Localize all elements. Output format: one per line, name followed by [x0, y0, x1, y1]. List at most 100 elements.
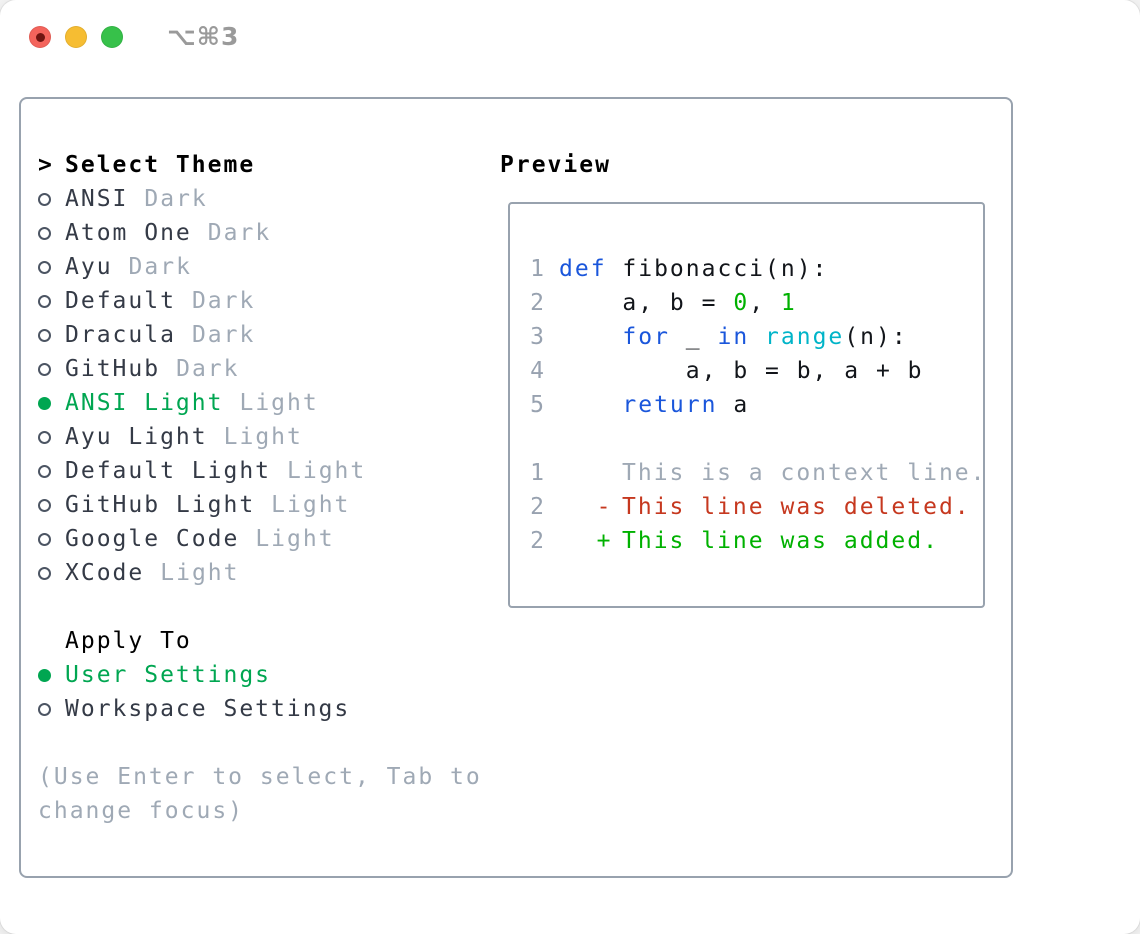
line-number: 2 [530, 290, 546, 316]
apply-option-workspace-settings[interactable]: Workspace Settings [38, 692, 503, 726]
theme-item-label: ANSI [65, 186, 129, 212]
apply-option-user-settings[interactable]: User Settings [38, 658, 503, 692]
line-number: 2 [530, 528, 546, 554]
radio-selected-icon [38, 668, 51, 682]
theme-item-google-code[interactable]: Google Code Light [38, 522, 503, 556]
theme-variant-tag: Light [223, 424, 303, 450]
line-number: 5 [530, 392, 546, 418]
zoom-button[interactable] [101, 26, 123, 48]
theme-list-header: > Select Theme [38, 148, 503, 182]
apply-to-title: Apply To [65, 628, 192, 654]
code-text: for _ in range(n): [622, 324, 908, 350]
theme-variant-tag: Dark [191, 288, 256, 314]
code-line: 3 for _ in range(n): [510, 320, 983, 354]
theme-item-label: GitHub [65, 356, 161, 382]
theme-variant-tag: Light [287, 458, 367, 484]
radio-icon [38, 430, 51, 444]
radio-icon [38, 328, 51, 342]
code-line: 1 def fibonacci(n): [510, 252, 983, 286]
line-number: 2 [530, 494, 546, 520]
diff-line-added: 2 + This line was added. [510, 524, 983, 558]
diff-line-deleted: 2 -This line was deleted. [510, 490, 983, 524]
apply-option-label: User Settings [65, 662, 272, 688]
line-number: 1 [530, 256, 546, 282]
theme-variant-tag: Light [271, 492, 351, 518]
theme-item-ayu[interactable]: Ayu Dark [38, 250, 503, 284]
theme-item-github[interactable]: GitHub Dark [38, 352, 503, 386]
radio-icon [38, 532, 51, 546]
radio-icon [38, 192, 51, 206]
radio-icon [38, 260, 51, 274]
theme-item-label: GitHub Light [65, 492, 256, 518]
help-text: (Use Enter to select, Tab to change focu… [38, 764, 482, 824]
theme-item-atom-one[interactable]: Atom One Dark [38, 216, 503, 250]
theme-item-github-light[interactable]: GitHub Light Light [38, 488, 503, 522]
radio-icon [38, 294, 51, 308]
theme-item-label: Default Light [65, 458, 272, 484]
theme-variant-tag: Dark [191, 322, 256, 348]
theme-variant-tag: Light [239, 390, 319, 416]
code-line: 4 a, b = b, a + b [510, 354, 983, 388]
code-text: a, b = b, a + b [559, 358, 924, 384]
diff-text: This line was deleted. [622, 494, 971, 520]
radio-icon [38, 566, 51, 580]
code-text: def fibonacci(n): [559, 256, 829, 282]
radio-icon [38, 362, 51, 376]
theme-item-label: ANSI Light [65, 390, 224, 416]
theme-item-ansi-light[interactable]: ANSI Light Light [38, 386, 503, 420]
theme-variant-tag: Light [255, 526, 335, 552]
diff-sample: 1 This is a context line. 2 -This line was … [510, 456, 984, 558]
line-number: 3 [530, 324, 546, 350]
close-dot-icon [35, 32, 45, 42]
diff-marker: + [596, 528, 613, 554]
theme-item-label: XCode [65, 560, 145, 586]
radio-icon [38, 702, 51, 716]
theme-item-ansi[interactable]: ANSI Dark [38, 182, 503, 216]
diff-text: This line was added. [622, 528, 939, 554]
theme-item-default-light[interactable]: Default Light Light [38, 454, 503, 488]
diff-line-context: 1 This is a context line. [510, 456, 984, 490]
radio-selected-icon [38, 396, 51, 410]
theme-list-title: Select Theme [65, 152, 256, 178]
theme-item-default[interactable]: Default Dark [38, 284, 503, 318]
theme-item-label: Dracula [65, 322, 176, 348]
theme-variant-tag: Dark [207, 220, 272, 246]
theme-item-label: Google Code [65, 526, 240, 552]
theme-variant-tag: Dark [144, 186, 208, 212]
code-text: return a [622, 392, 750, 418]
preview-title: Preview [500, 152, 611, 178]
code-line: 2 a, b = 0, 1 [510, 286, 983, 320]
diff-marker: - [596, 494, 613, 520]
code-text: a, b = 0, 1 [559, 290, 797, 316]
diff-text: This is a context line. [622, 460, 987, 486]
line-number: 1 [530, 460, 546, 486]
theme-item-ayu-light[interactable]: Ayu Light Light [38, 420, 503, 454]
line-number: 4 [530, 358, 546, 384]
radio-icon [38, 464, 51, 478]
theme-item-label: Ayu Light [65, 424, 208, 450]
radio-icon [38, 498, 51, 512]
prompt-caret-icon: > [38, 152, 54, 178]
theme-item-dracula[interactable]: Dracula Dark [38, 318, 503, 352]
radio-icon [38, 226, 51, 240]
apply-option-label: Workspace Settings [65, 696, 351, 722]
theme-item-label: Default [65, 288, 176, 314]
theme-variant-tag: Dark [176, 356, 240, 382]
theme-item-label: Ayu [65, 254, 113, 280]
window-title: ⌥⌘3 [167, 22, 240, 51]
code-line: 5 return a [510, 388, 983, 422]
theme-item-label: Atom One [65, 220, 192, 246]
theme-variant-tag: Dark [128, 254, 192, 280]
minimize-button[interactable] [65, 26, 87, 48]
apply-to-header: Apply To [38, 624, 503, 658]
close-button[interactable] [29, 26, 51, 48]
